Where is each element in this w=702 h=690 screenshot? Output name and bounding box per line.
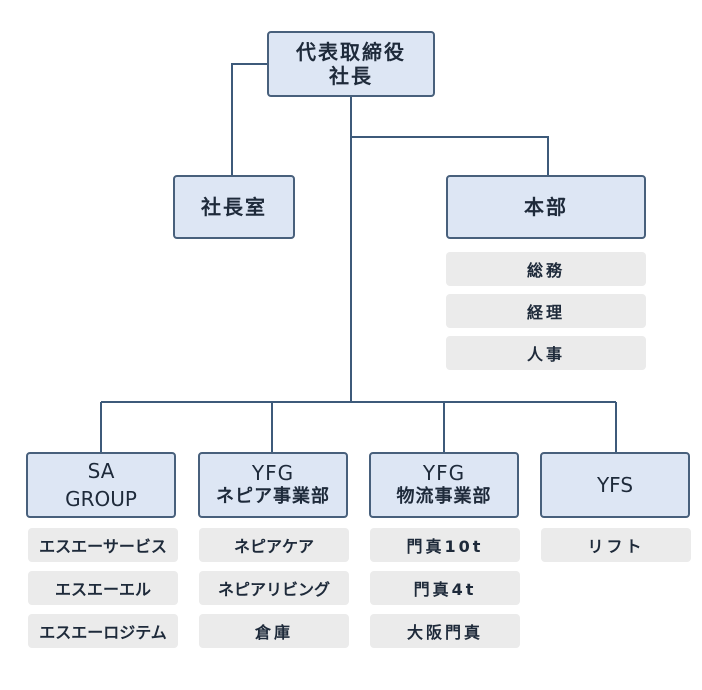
- unit-osaka-kadoma: 大阪門真: [370, 614, 520, 648]
- root-subtitle: 社長: [329, 64, 373, 88]
- unit-nepia-living: ネピアリビング: [199, 571, 349, 605]
- division-sa-group: SA GROUP: [26, 452, 176, 518]
- division-sa-line1: SA: [87, 459, 115, 483]
- division-sa-line2: GROUP: [65, 487, 137, 511]
- connector-root-hq: [351, 136, 549, 175]
- division-logistics-line1: YFG: [422, 461, 466, 485]
- division-logistics-line2: 物流事業部: [396, 486, 492, 507]
- division-yfg-logistics: YFG 物流事業部: [369, 452, 519, 518]
- unit-sa-service: エスエーサービス: [28, 528, 178, 562]
- unit-sa-el: エスエーエル: [28, 571, 178, 605]
- root-box: 代表取締役 社長: [267, 31, 435, 97]
- division-nepia-line2: ネピア事業部: [216, 486, 330, 507]
- unit-nepia-warehouse: 倉庫: [199, 614, 349, 648]
- connector-root-office: [231, 63, 268, 175]
- unit-kadoma-4t: 門真4t: [370, 571, 520, 605]
- division-yfs-line1: YFS: [596, 473, 634, 497]
- division-nepia-line1: YFG: [251, 461, 295, 485]
- unit-nepia-care: ネピアケア: [199, 528, 349, 562]
- unit-sa-logitem: エスエーロジテム: [28, 614, 178, 648]
- office-box: 社長室: [173, 175, 295, 239]
- office-label: 社長室: [201, 195, 267, 219]
- division-yfg-nepia: YFG ネピア事業部: [198, 452, 348, 518]
- hq-dept-hr: 人事: [446, 336, 646, 370]
- hq-dept-general: 総務: [446, 252, 646, 286]
- hq-box: 本部: [446, 175, 646, 239]
- unit-kadoma-10t: 門真10t: [370, 528, 520, 562]
- hq-dept-accounting: 経理: [446, 294, 646, 328]
- unit-lift: リフト: [541, 528, 691, 562]
- division-yfs: YFS: [540, 452, 690, 518]
- hq-label: 本部: [524, 195, 568, 219]
- root-title: 代表取締役: [296, 40, 406, 64]
